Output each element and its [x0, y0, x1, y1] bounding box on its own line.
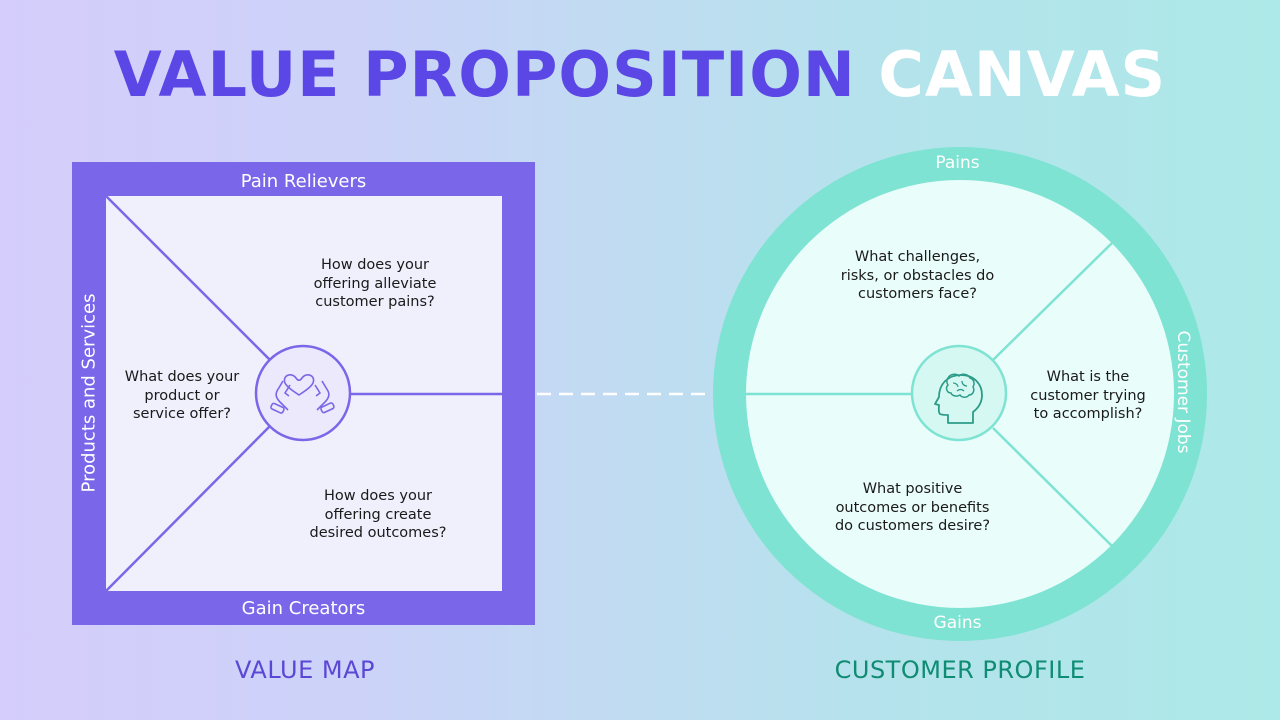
products-services-question: What does your product or service offer?	[124, 369, 240, 422]
gain-creators-label: Gain Creators	[241, 598, 366, 619]
title-part-1: VALUE PROPOSITION	[113, 38, 856, 111]
value-map-divider-bottom	[105, 425, 271, 592]
pains-label: Pains	[935, 153, 980, 173]
products-services-label: Products and Services	[78, 293, 100, 493]
customer-divider-bottom	[992, 427, 1113, 547]
page-title: VALUE PROPOSITION CANVAS	[0, 38, 1280, 111]
customer-divider-top	[992, 242, 1113, 361]
gains-question: What positive outcomes or benefits do cu…	[834, 481, 991, 534]
pain-relievers-label: Pain Relievers	[240, 171, 367, 192]
gain-creators-question: How does your offering create desired ou…	[309, 488, 447, 541]
pain-relievers-question: How does your offering alleviate custome…	[313, 257, 437, 310]
title-part-2: CANVAS	[878, 38, 1167, 111]
customer-profile-subtitle: CUSTOMER PROFILE	[834, 656, 1086, 684]
gains-label: Gains	[933, 613, 982, 633]
head-brain-icon	[910, 344, 1008, 442]
hands-holding-heart-icon	[254, 344, 352, 442]
pains-question: What challenges, risks, or obstacles do …	[840, 249, 995, 302]
customer-jobs-question: What is the customer trying to accomplis…	[1030, 369, 1146, 422]
customer-jobs-label: Customer Jobs	[1173, 330, 1193, 454]
value-map-subtitle: VALUE MAP	[235, 656, 375, 684]
value-map-divider-top	[105, 195, 271, 361]
